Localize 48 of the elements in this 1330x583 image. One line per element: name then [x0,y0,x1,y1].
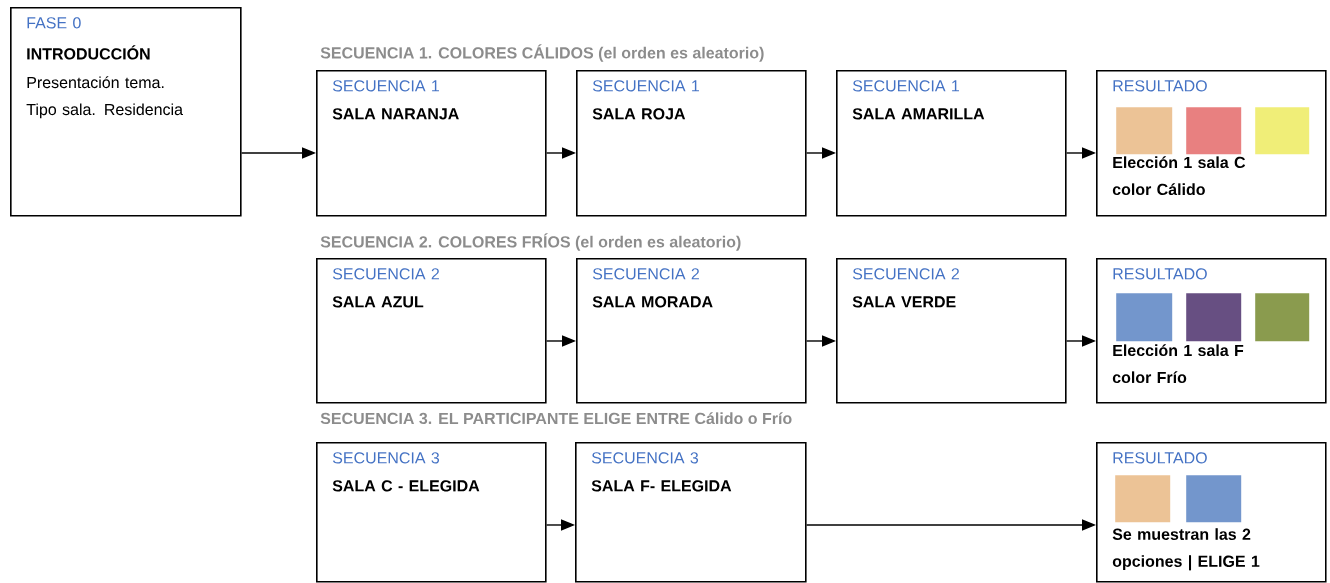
color-swatch [1186,475,1242,523]
step-title: SALA MORADA [592,296,713,308]
color-swatch [1255,107,1310,155]
step-title: SALA NARANJA [332,108,459,120]
step-title: SALA AMARILLA [852,108,985,120]
process-box [316,442,547,583]
color-swatch [1186,293,1242,342]
step-title: SALA ROJA [592,108,686,120]
process-box [316,70,547,217]
process-box [316,258,547,404]
step-title: SALA F- ELEGIDA [591,480,732,492]
sequence-heading: SECUENCIA 1. COLORES CÁLIDOS (el orden es aleatorio) [320,44,764,62]
process-box [576,258,807,404]
step-label: SECUENCIA 1 [332,80,439,92]
step-title: INTRODUCCIÓN [27,45,150,60]
step-title: Se muestran las 2 opciones | ELIGE 1 [1112,528,1260,571]
step-title: Elección 1 sala C color Cálido [1112,156,1246,196]
color-swatch [1115,475,1171,523]
color-swatch [1116,107,1173,155]
process-box [575,442,807,583]
sequence-heading: SECUENCIA 3. EL PARTICIPANTE ELIGE ENTRE Cálido o Frío [320,412,792,425]
step-title: SALA VERDE [852,296,956,308]
color-swatch [1186,107,1242,155]
step-label: RESULTADO [1113,268,1207,280]
step-label: SECUENCIA 3 [591,452,699,464]
color-swatch [1116,293,1173,342]
process-box [576,70,807,217]
color-swatch [1255,293,1310,342]
step-title: SALA C - ELEGIDA [332,480,480,492]
step-title: SALA AZUL [332,296,424,308]
step-title: Elección 1 sala F color Frío [1112,344,1244,384]
step-description: Presentación tema. Tipo sala. Residencia [26,76,183,119]
step-label: SECUENCIA 2 [332,268,439,280]
step-label: FASE 0 [27,17,81,29]
result-box [1096,442,1327,583]
step-label: SECUENCIA 1 [592,80,699,92]
result-box [1096,70,1327,217]
sequence-heading: SECUENCIA 2. COLORES FRÍOS (el orden es aleatorio) [320,233,741,251]
step-label: SECUENCIA 2 [592,268,699,280]
process-box [836,70,1067,217]
step-label: SECUENCIA 2 [852,268,959,280]
process-box [10,7,242,217]
result-box [1096,258,1327,404]
step-label: RESULTADO [1113,452,1207,464]
step-label: RESULTADO [1113,80,1207,92]
step-label: SECUENCIA 3 [332,452,440,464]
process-box [836,258,1067,404]
step-label: SECUENCIA 1 [852,80,959,92]
